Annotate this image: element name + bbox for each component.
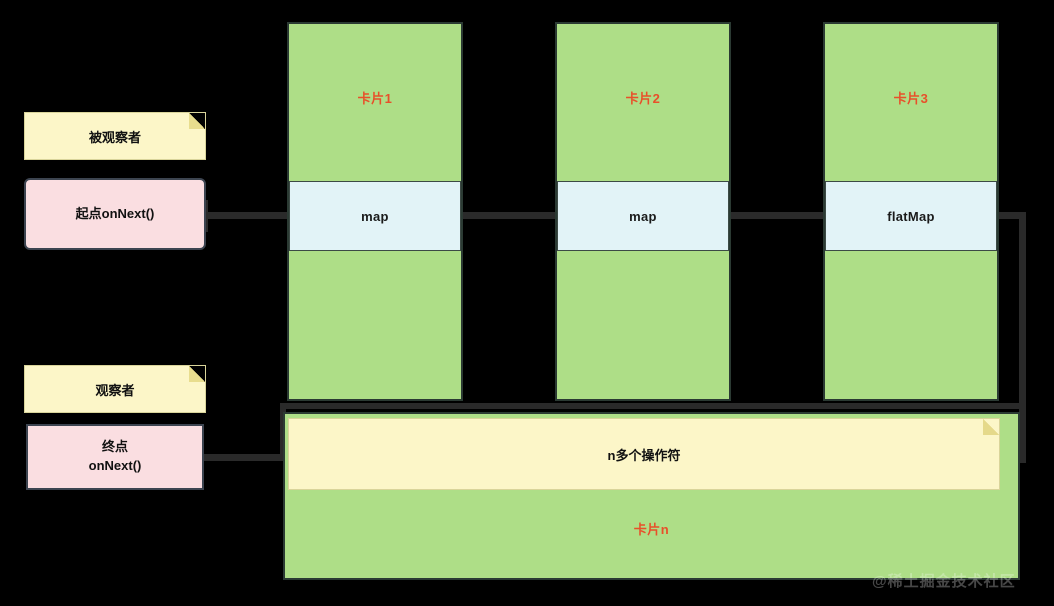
- card-1-operator-label: map: [361, 208, 389, 224]
- end-onnext-box[interactable]: 终点 onNext(): [26, 424, 204, 490]
- card-3-operator[interactable]: flatMap: [825, 181, 997, 251]
- card-1-operator[interactable]: map: [289, 181, 461, 251]
- connector-start-to-card1: [205, 212, 293, 219]
- note-observer-label: 观察者: [95, 382, 135, 398]
- note-fold-icon: [189, 366, 205, 382]
- end-onnext-line1: 终点: [101, 439, 128, 455]
- note-many-operators-label: n多个操作符: [607, 447, 681, 463]
- card-2-operator[interactable]: map: [557, 181, 729, 251]
- start-onnext-label: 起点onNext(): [75, 205, 155, 221]
- start-onnext-box[interactable]: 起点onNext(): [24, 178, 206, 250]
- connector-bottom-bar: [280, 403, 1020, 409]
- note-fold-icon: [983, 419, 999, 435]
- connector-start-tick: [205, 200, 208, 232]
- card-3-operator-label: flatMap: [887, 208, 935, 224]
- end-onnext-line2: onNext(): [88, 458, 142, 473]
- connector-card3-right: [998, 212, 1026, 219]
- card-1-label: 卡片1: [357, 91, 393, 106]
- note-observable-label: 被观察者: [88, 129, 141, 145]
- end-onnext-label: 终点 onNext(): [89, 438, 142, 476]
- card-2-label: 卡片2: [625, 91, 661, 106]
- connector-card1-to-card2: [461, 212, 559, 219]
- card-n-label: 卡片n: [633, 522, 670, 537]
- watermark-text: @稀土掘金技术社区: [872, 573, 1016, 590]
- connector-card2-to-card3: [731, 212, 827, 219]
- note-observer: 观察者: [24, 365, 206, 413]
- note-many-operators: n多个操作符: [288, 418, 1000, 490]
- connector-right-vertical: [1019, 212, 1026, 460]
- note-observable: 被观察者: [24, 112, 206, 160]
- connector-bottom-to-end: [203, 454, 291, 461]
- card-2-operator-label: map: [629, 208, 657, 224]
- card-3-label: 卡片3: [893, 91, 929, 106]
- watermark: @稀土掘金技术社区: [872, 570, 1016, 591]
- note-fold-icon: [189, 113, 205, 129]
